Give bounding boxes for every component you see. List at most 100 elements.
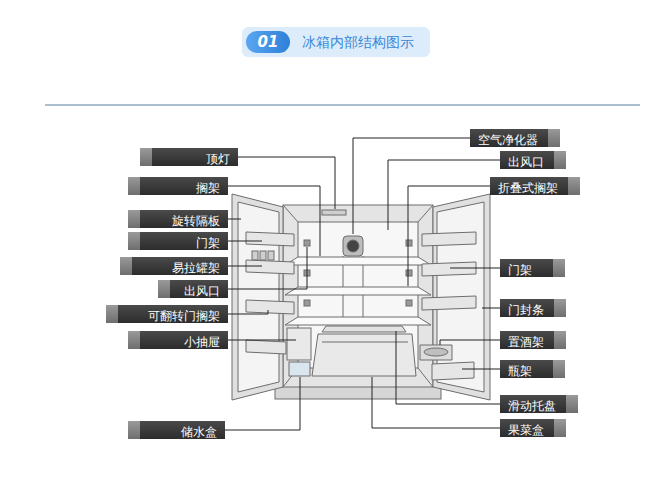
label-tab [553,360,565,378]
part-name: 储水盒 [181,423,217,441]
fridge-cabinet-part [304,300,310,306]
part-name: 置酒架 [508,333,544,351]
fridge-cabinet-part [418,368,433,387]
label-tab [554,151,566,169]
left-door-part [232,194,283,400]
label-tab [128,421,140,439]
label-tab [128,331,140,349]
callout-label: 易拉罐架 [120,257,228,275]
left-door [232,194,294,400]
callout-label: 空气净化器 [470,129,560,147]
part-name: 瓶架 [508,362,532,380]
label-tab [128,232,140,250]
label-tab [128,210,140,228]
callout-label: 小抽屉 [128,331,228,349]
leader-lines-part [228,247,307,289]
fridge-cabinet-part [285,317,431,325]
callout-label: 可翻转门搁架 [106,305,228,323]
leader-lines-part [462,369,500,370]
label-tab [140,148,152,166]
fridge-cabinet-part [283,205,298,222]
leader-lines-part [408,186,490,286]
fridge-cabinet-part [304,240,310,246]
part-name: 搁架 [196,179,220,197]
label-tab [554,299,566,317]
callout-label: 瓶架 [500,360,565,378]
leader-lines-part [225,377,300,430]
part-name: 门封条 [508,301,544,319]
fridge-cabinet-part [322,326,406,332]
leader-lines-part [372,377,500,428]
part-name: 门架 [196,234,220,252]
callout-label: 门架 [500,259,565,277]
callout-label: 顶灯 [140,148,238,166]
part-name: 果菜盒 [508,421,544,439]
right-door-part [422,296,476,310]
fridge-cabinet-part [283,205,433,387]
part-name: 门架 [508,261,532,279]
fridge-cabinet [275,205,441,399]
leader-lines-part [228,186,320,256]
part-name: 滑动托盘 [508,397,556,415]
label-tab [553,259,565,277]
right-door-part [422,232,476,246]
callout-label: 果菜盒 [500,419,566,437]
fridge-cabinet-part [287,328,311,360]
left-door-part [246,232,294,246]
leader-lines-part [450,268,500,269]
leader-lines-part [482,308,500,309]
diagram-title: 冰箱内部结构图示 [302,27,414,57]
callout-label: 置酒架 [500,331,566,349]
part-name: 小抽屉 [184,333,220,351]
fridge-cabinet-part [406,300,412,306]
left-door-part [246,340,286,354]
part-name: 出风口 [508,153,544,171]
fridge-cabinet-part [322,210,346,215]
part-name: 可翻转门搁架 [148,307,220,325]
label-tab [128,177,140,195]
fridge-cabinet-part [418,205,433,222]
part-name: 顶灯 [206,150,230,168]
part-name: 旋转隔板 [172,212,220,230]
leader-lines-part [440,340,500,345]
leader-lines-part [228,266,262,267]
fridge-cabinet-part [406,240,412,246]
divider-rule [45,105,640,106]
label-tab [568,177,580,195]
fridge-cabinet-part [312,334,416,376]
left-door-part [246,300,294,314]
callout-label: 搁架 [128,177,228,195]
callout-label: 储水盒 [128,421,225,439]
label-tab [158,280,170,298]
fridge-cabinet-part [343,236,363,256]
label-tab [554,331,566,349]
label-tab [548,129,560,147]
leader-lines-part [228,310,268,314]
part-name: 折叠式搁架 [498,179,558,197]
label-tab [566,395,578,413]
left-door-part [260,251,266,260]
callout-label: 出风口 [158,280,228,298]
fridge-cabinet-part [347,240,359,252]
right-door-part [424,348,448,356]
label-tab [120,257,132,275]
callout-label: 门架 [128,232,228,250]
left-door-part [268,251,274,260]
right-door-part [420,345,452,360]
section-number: 01 [250,33,287,51]
left-door-part [238,202,279,392]
section-badge: 01 [246,31,290,53]
callout-label: 滑动托盘 [500,395,578,413]
callout-label: 出风口 [500,151,566,169]
callout-label: 门封条 [500,299,566,317]
leader-lines-part [388,160,500,230]
leader-lines-part [228,241,262,242]
callout-label: 旋转隔板 [128,210,228,228]
callout-label: 折叠式搁架 [490,177,580,195]
leader-lines [225,138,500,430]
leader-lines-part [228,219,241,220]
part-name: 出风口 [184,282,220,300]
part-name: 空气净化器 [478,131,538,149]
